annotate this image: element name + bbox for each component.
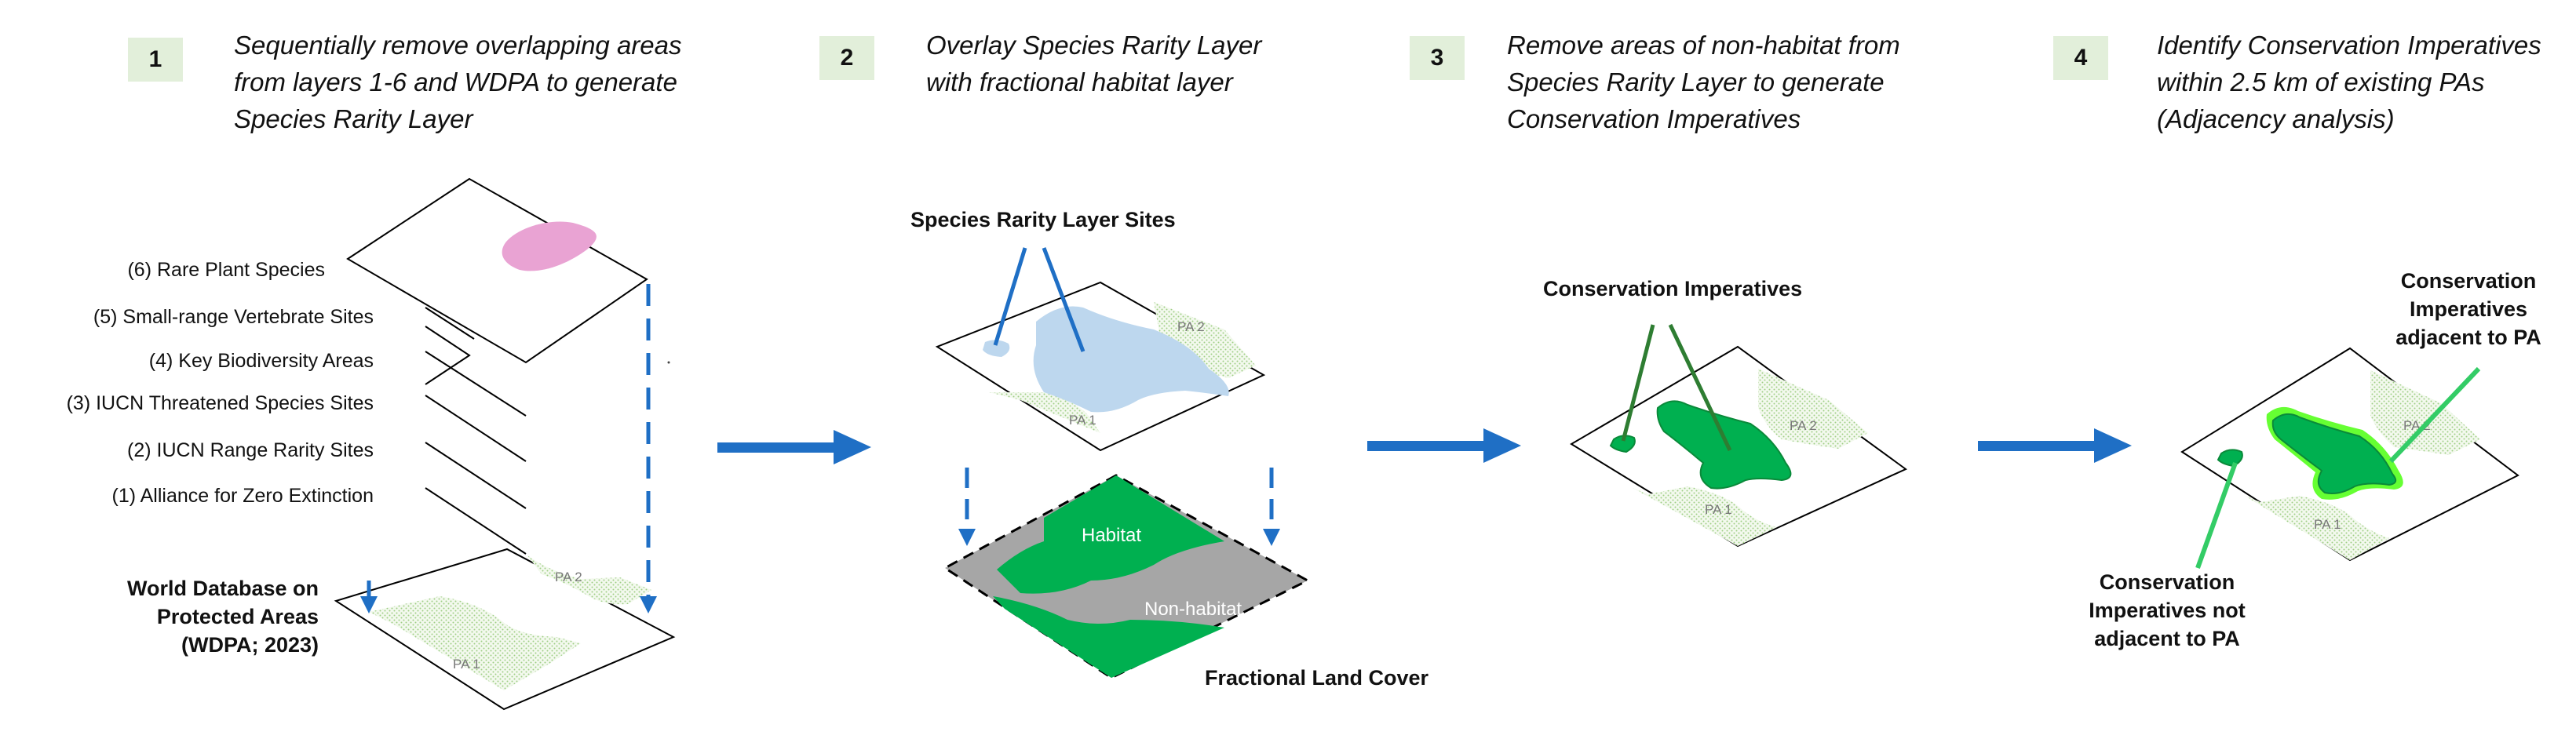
layer1-edge [425,487,527,555]
step-1-badge: 1 [128,38,183,82]
step-3-line-1: Remove areas of non-habitat from [1507,31,1900,60]
panel4-graphics: PA 2 PA 1 [2180,347,2519,570]
wdpa-pa1-area [369,596,581,690]
drop-arrow-left-head [360,596,378,613]
arrow-3-head [2094,428,2132,463]
rarity-pa2-label: PA 2 [1177,319,1205,334]
rarity-pa1-label: PA 1 [1069,413,1096,428]
layer-label-6: (6) Rare Plant Species [127,259,325,281]
land-cover-caption: Fractional Land Cover [1205,666,1429,690]
wdpa-pa2-label: PA 2 [555,570,582,584]
arrow-2-shaft [1367,441,1485,451]
layer-label-4: (4) Key Biodiversity Areas [148,350,374,372]
layer2-edge [425,442,527,509]
step-4-line-3: (Adjacency analysis) [2157,104,2395,133]
step-1-line-1: Sequentially remove overlapping areas [234,31,682,60]
arrow-3-shaft [1978,441,2096,451]
rarity-pa1-area [989,392,1100,433]
arrow-1-head [834,430,871,464]
step-4-text: Identify Conservation Imperatives within… [2157,27,2541,137]
step-4-line-1: Identify Conservation Imperatives [2157,31,2541,60]
rarity-blob [1033,306,1229,413]
ci-caption: Conservation Imperatives [1543,277,1803,300]
step-3-text: Remove areas of non-habitat from Species… [1507,27,1900,137]
rarity-caption: Species Rarity Layer Sites [910,208,1176,231]
layer-label-5: (5) Small-range Vertebrate Sites [93,306,374,328]
stray-dot [667,361,670,364]
layer-label-2: (2) IUCN Range Rarity Sites [127,439,374,461]
process-arrows [717,428,2132,464]
wdpa-caption-line-2: Protected Areas [156,605,319,628]
wdpa-caption: World Database on Protected Areas (WDPA;… [127,574,319,659]
layer4-edge [425,351,527,417]
adjacent-caption-line-1: Conservation [2400,269,2537,293]
layer5-top-edge [425,307,475,340]
habitat-area-top [997,475,1224,594]
p2-drop-right-head [1263,529,1280,546]
habitat-label: Habitat [1082,525,1141,546]
not-adjacent-caption-line-2: Imperatives not [2089,599,2246,622]
not-adjacent-caption-line-1: Conservation [2099,570,2235,594]
step-4-badge: 4 [2053,36,2108,80]
adj-pa2-area [2370,370,2480,455]
habitat-area-bottom [993,596,1224,678]
step-2-text: Overlay Species Rarity Layer with fracti… [926,27,1261,100]
adj-pa1-label: PA 1 [2314,517,2341,532]
p2-drop-left-head [958,529,976,546]
ci-pa2-label: PA 2 [1790,418,1817,433]
step-3-badge: 3 [1410,36,1465,80]
rare-plant-patch [502,221,597,271]
adj-pointer [2388,366,2481,464]
not-adjacent-caption: Conservation Imperatives not adjacent to… [2069,568,2265,653]
adj-ci-patch [2271,413,2397,494]
wdpa-caption-line-3: (WDPA; 2023) [181,633,319,657]
not-adj-pointer [2195,461,2238,570]
adj-pa1-area [2245,496,2389,560]
adjacent-caption-line-3: adjacent to PA [2395,326,2541,349]
panel2-graphics: PA 2 PA 1 Habitat Non-habitat [935,247,1311,679]
step-3-line-2: Species Rarity Layer to generate [1507,67,1885,96]
adjacent-caption: Conservation Imperatives adjacent to PA [2386,267,2551,351]
drop-arrow-right-head [640,596,657,613]
ci-pa1-area [1633,486,1777,546]
layer-label-1: (1) Alliance for Zero Extinction [111,485,374,507]
step-1-text: Sequentially remove overlapping areas fr… [234,27,682,137]
step-1-line-2: from layers 1-6 and WDPA to generate [234,67,677,96]
rarity-small-patch [983,340,1010,357]
layer6-plane [346,177,648,364]
rarity-pointer-2 [1042,247,1085,352]
ci-pointer-1 [1621,324,1655,442]
non-habitat-label: Non-habitat [1144,599,1242,620]
wdpa-pa1-label: PA 1 [453,657,480,672]
rarity-pointer-1 [993,247,1027,346]
arrow-2-head [1483,428,1521,463]
ci-pa2-area [1758,369,1868,449]
layer-label-3: (3) IUCN Threatened Species Sites [66,392,374,414]
not-adjacent-caption-line-3: adjacent to PA [2094,627,2240,650]
ci-pointer-2 [1668,323,1732,452]
step-3-line-3: Conservation Imperatives [1507,104,1801,133]
step-2-badge: 2 [819,36,874,80]
step-1-line-3: Species Rarity Layer [234,104,473,133]
step-2-line-1: Overlay Species Rarity Layer [926,31,1262,60]
ci-main-patch [1656,400,1792,490]
wdpa-caption-line-1: World Database on [126,577,319,600]
layer5-edge [425,326,471,385]
ci-pa1-label: PA 1 [1705,502,1732,517]
not-adj-ci-patch [2217,449,2243,468]
layer3-edge [425,395,527,462]
step-2-line-2: with fractional habitat layer [926,67,1233,96]
arrow-1-shaft [717,442,835,453]
panel3-graphics: PA 2 PA 1 [1570,323,1907,548]
adjacent-caption-line-2: Imperatives [2409,297,2528,321]
wdpa-pa2-area [527,555,651,605]
step-4-line-2: within 2.5 km of existing PAs [2157,67,2485,96]
panel1-graphics: PA 1 PA 2 [334,177,676,711]
